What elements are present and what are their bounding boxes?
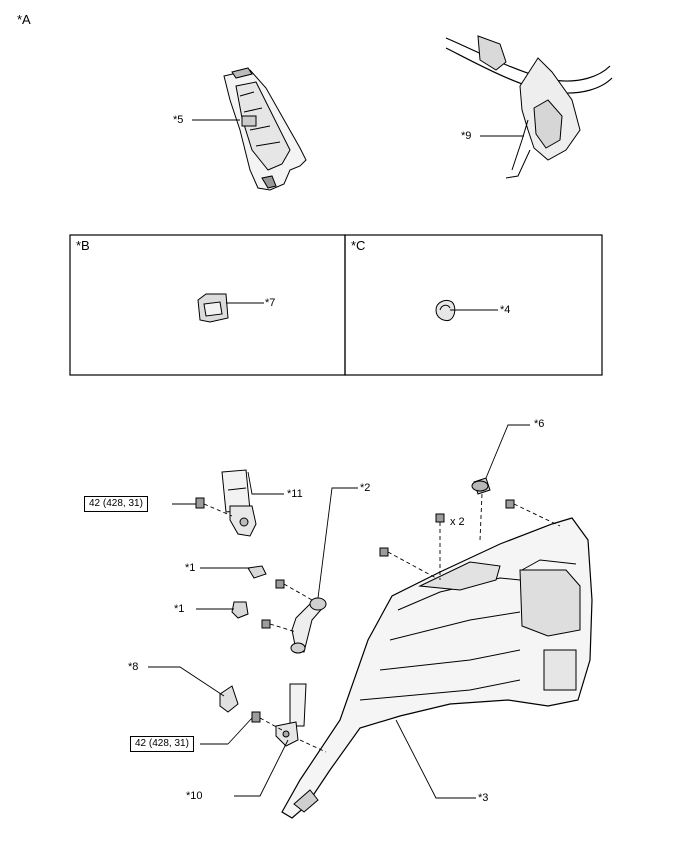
bolt-3 (261, 619, 271, 629)
roof-side-garnish-9 (445, 35, 613, 179)
part-callout-1-upper: *1 (185, 562, 196, 574)
part-callout-6: *6 (534, 418, 545, 430)
part-callout-11: *11 (287, 488, 303, 500)
bolt-6 (505, 499, 515, 509)
clip-1-lower (231, 601, 249, 619)
part-callout-8: *8 (128, 661, 139, 673)
grommet-6 (471, 477, 491, 495)
part-callout-5: *5 (173, 114, 184, 126)
clip-1-upper (247, 565, 267, 579)
inset-box-c (344, 234, 603, 376)
pillar-garnish-5 (223, 67, 307, 191)
part-callout-4: *4 (500, 304, 511, 316)
part-callout-9: *9 (461, 130, 472, 142)
torque-spec-lower: 42 (428, 31) (130, 736, 194, 752)
part-callout-3: *3 (478, 792, 489, 804)
quarter-trim-panel-3 (281, 517, 593, 819)
bolt-1 (195, 497, 205, 509)
part-callout-10: *10 (186, 790, 203, 802)
section-label-a: *A (17, 12, 31, 27)
bolt-7 (251, 711, 261, 723)
quantity-x2: x 2 (450, 516, 465, 528)
bolt-2 (275, 579, 285, 589)
bolt-5 (435, 513, 445, 523)
part-callout-7: *7 (265, 297, 276, 309)
seat-belt-anchor-10 (275, 683, 307, 747)
cover-7 (197, 293, 229, 323)
part-callout-2: *2 (360, 482, 371, 494)
part-callout-1-lower: *1 (174, 603, 185, 615)
seat-belt-anchor-11 (221, 469, 257, 537)
section-label-b: *B (76, 238, 90, 253)
section-label-c: *C (351, 238, 366, 253)
cap-4 (435, 299, 456, 321)
cover-8 (219, 685, 239, 713)
bolt-4 (379, 547, 389, 557)
assist-grip-2 (290, 597, 327, 654)
torque-spec-upper: 42 (428, 31) (84, 496, 148, 512)
